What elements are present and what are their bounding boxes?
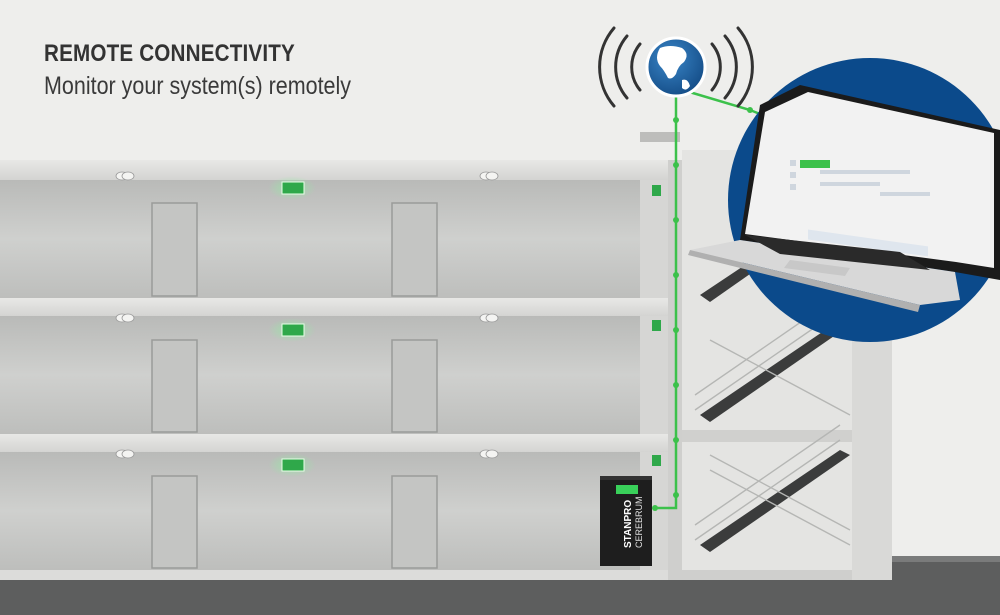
network-nodes [652, 107, 753, 511]
laptop-badge [688, 58, 1000, 342]
slab-2 [0, 298, 680, 316]
floor-3-wall [0, 180, 668, 298]
roof-slab [0, 160, 680, 180]
panel-brand: STANPRO [623, 500, 634, 548]
laptop-icon [688, 85, 1000, 312]
floor-1-wall [0, 452, 668, 570]
panel-product: CEREBRUM [634, 496, 644, 548]
doors [151, 202, 438, 569]
ceiling-lights [115, 171, 499, 459]
control-panel: STANPRO CEREBRUM [600, 476, 652, 566]
stairwell [640, 132, 892, 580]
building-floors [0, 160, 682, 580]
slab-1 [0, 434, 680, 452]
page-title: REMOTE CONNECTIVITY [44, 40, 295, 67]
wireless-signal-icon [598, 26, 754, 108]
floor-2-wall [0, 316, 668, 434]
page-subtitle: Monitor your system(s) remotely [44, 72, 352, 100]
globe-icon [645, 36, 707, 98]
